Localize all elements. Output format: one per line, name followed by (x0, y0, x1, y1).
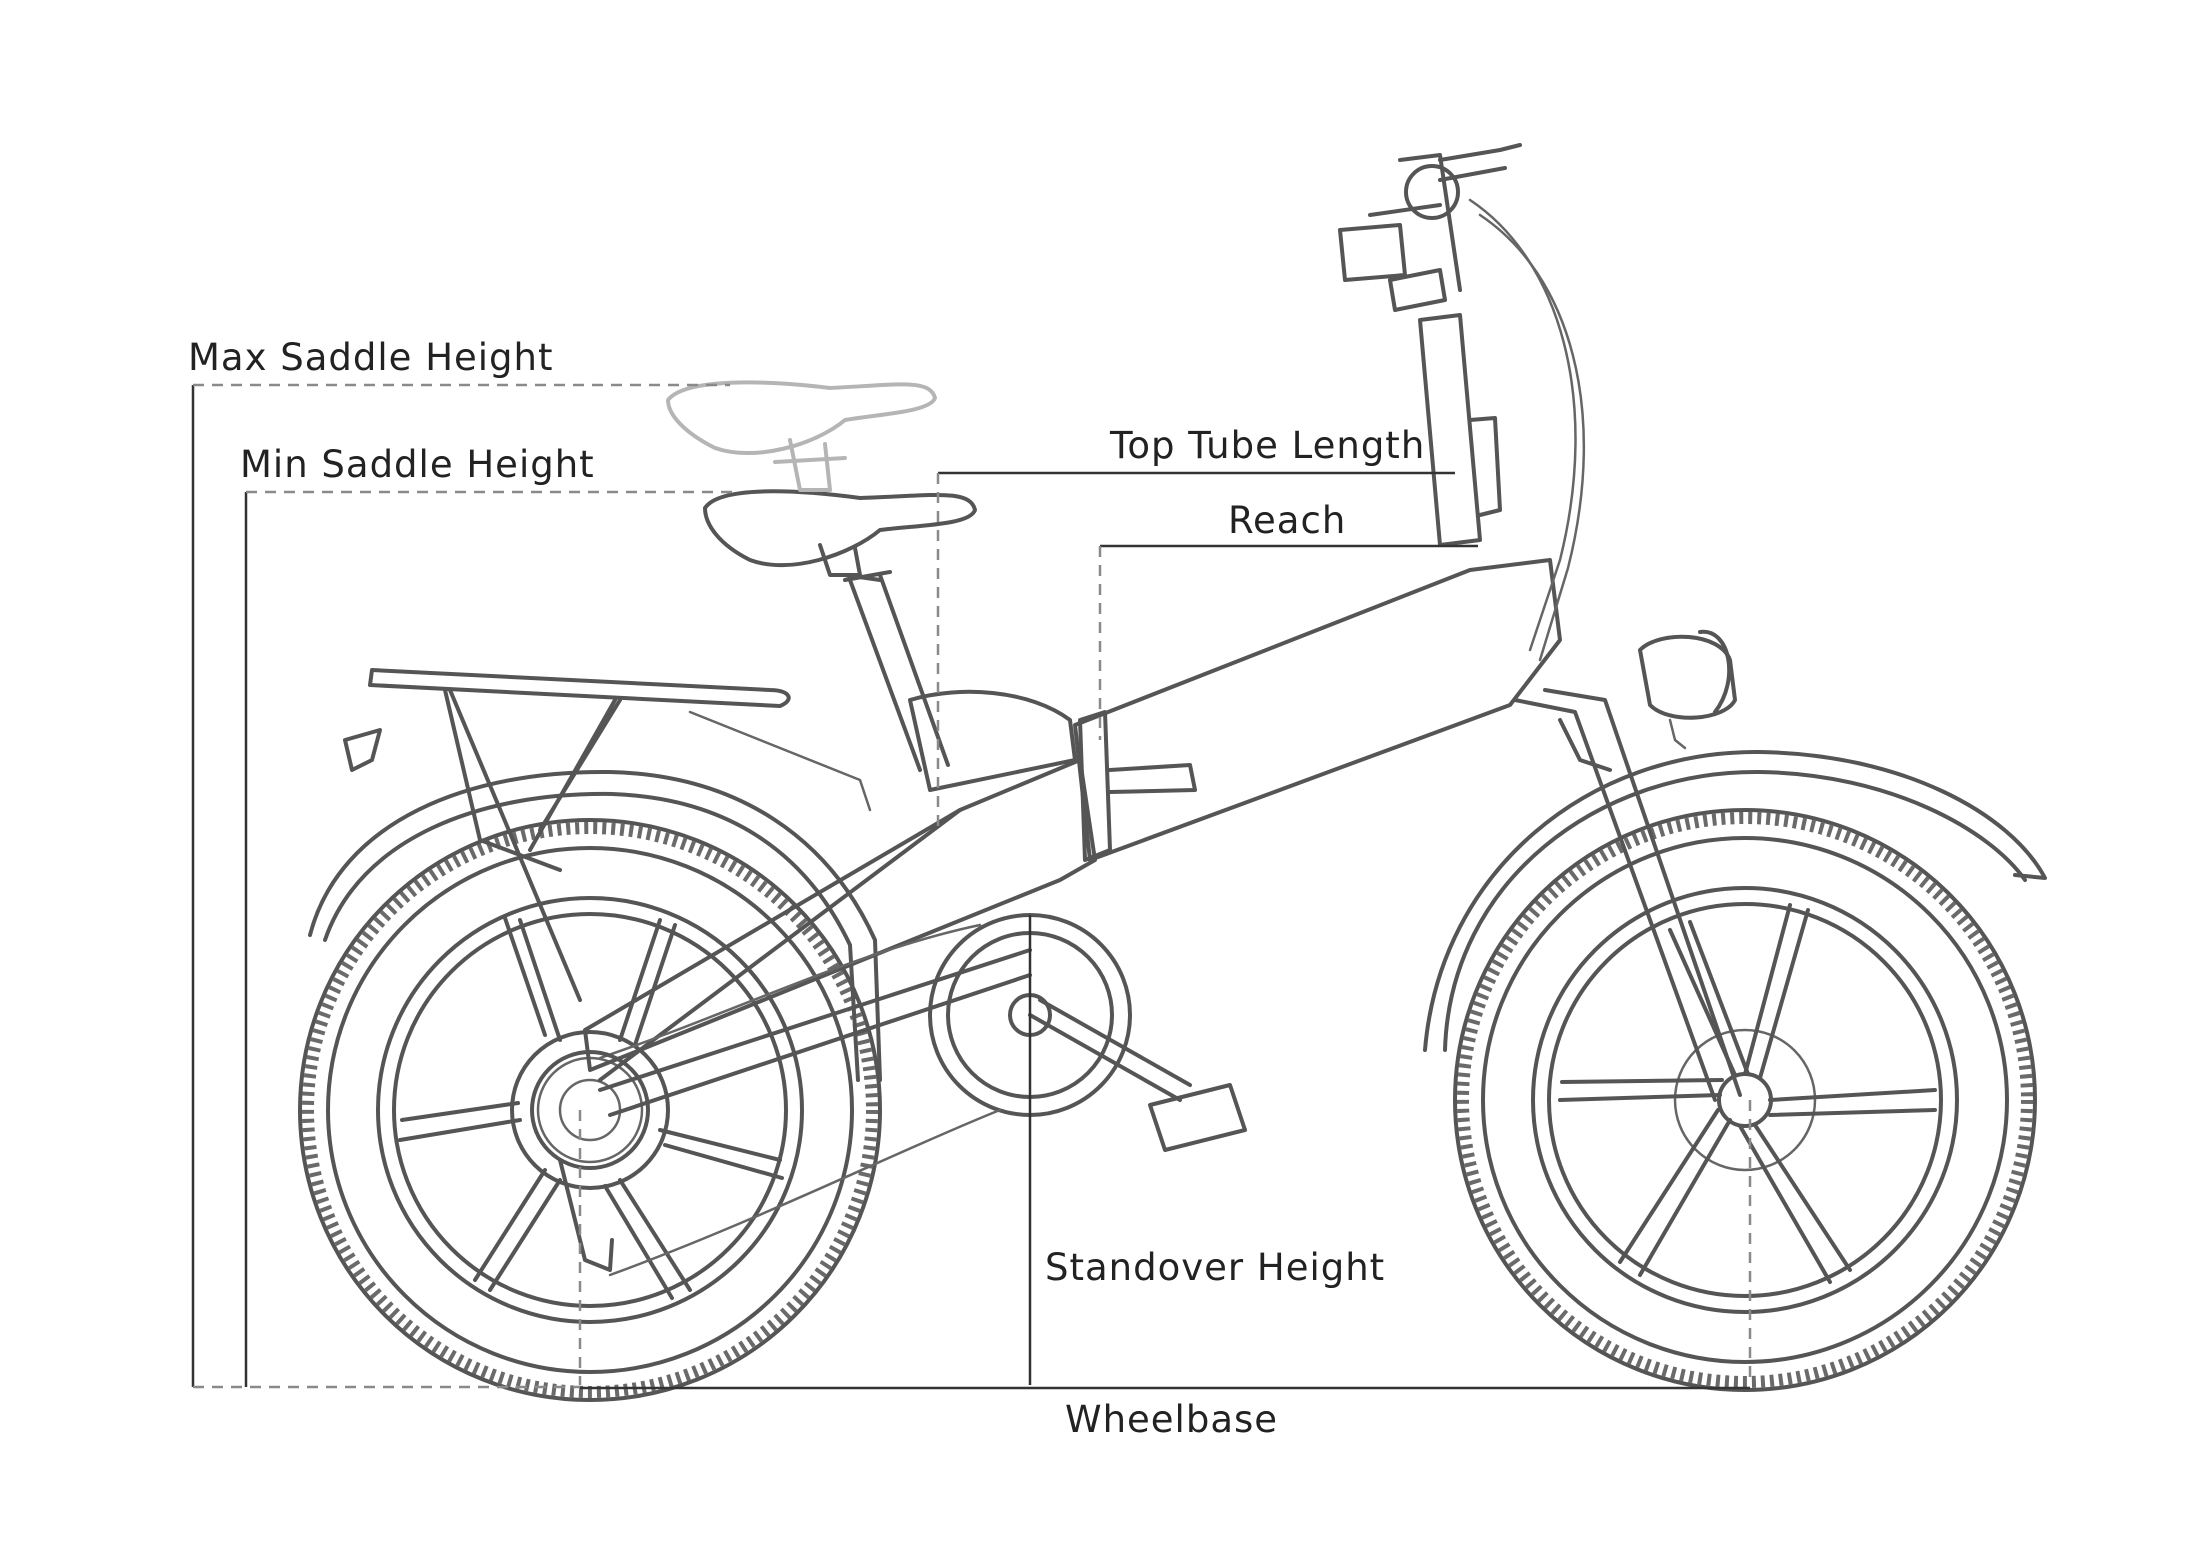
front-wheel (1453, 808, 2037, 1392)
max-saddle-height-label: Max Saddle Height (188, 336, 554, 379)
rear-fender (308, 769, 882, 1082)
frame (583, 558, 1562, 1117)
front-fender (1443, 769, 2027, 1052)
wheelbase-label: Wheelbase (1065, 1398, 1278, 1441)
front-end (1338, 143, 1742, 1102)
rear-wheel (298, 818, 882, 1402)
reach-label: Reach (1228, 499, 1346, 542)
dimension-labels: Max Saddle Height Min Saddle Height Top … (188, 336, 1425, 1441)
min-saddle-height-label: Min Saddle Height (240, 443, 595, 486)
top-tube-length-label: Top Tube Length (1109, 424, 1425, 467)
rear-rack (343, 668, 872, 1002)
bike-illustration (298, 143, 2047, 1402)
standover-height-label: Standover Height (1045, 1246, 1385, 1289)
saddle (703, 489, 977, 582)
ghost-saddle (666, 380, 937, 492)
dimension-lines (191, 383, 1752, 1390)
